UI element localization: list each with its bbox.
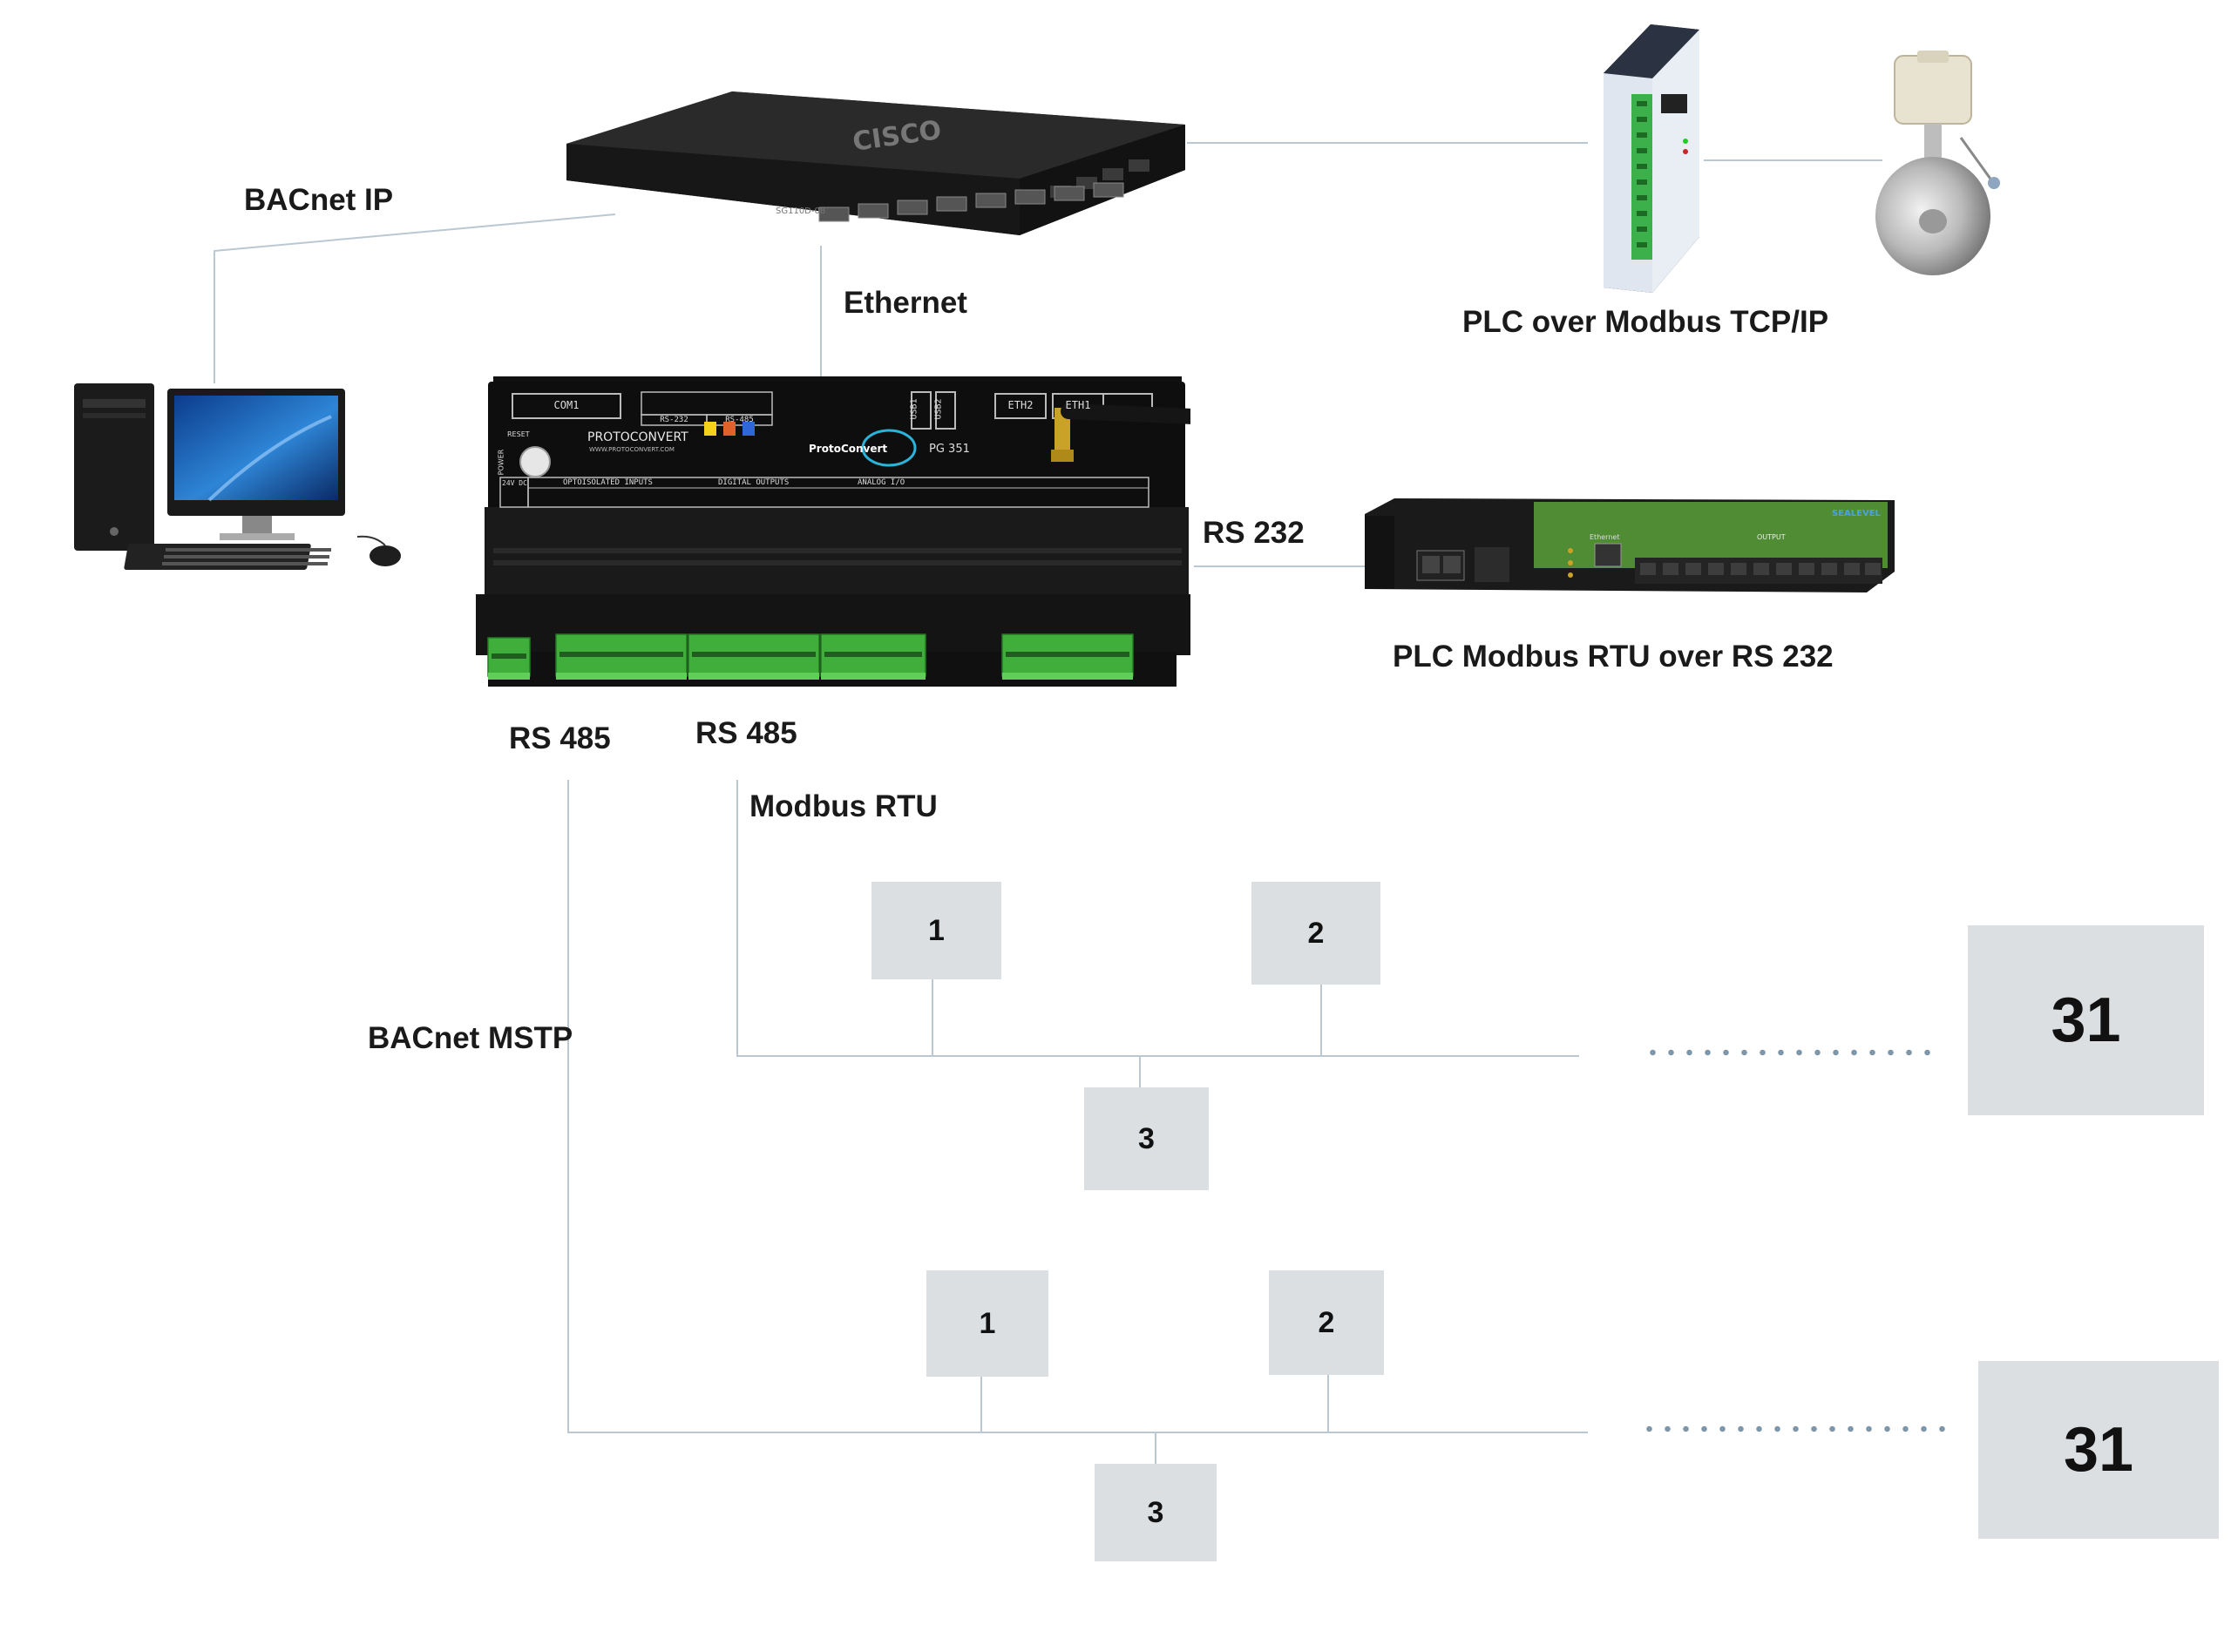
gateway-section-analog: ANALOG I/O xyxy=(858,478,905,487)
modbus-node-2: 2 xyxy=(1251,882,1380,985)
label-bacnet-mstp: BACnet MSTP xyxy=(368,1021,573,1055)
gateway-reset-label: RESET xyxy=(507,430,530,438)
protoconvert-gateway: COM1 RS-232 RS-485 USB1 USB2 ETH2 ETH1 P… xyxy=(476,376,1190,699)
gateway-port-com1: COM1 xyxy=(553,399,580,411)
gateway-section-rs485: RS-485 xyxy=(725,416,754,424)
label-modbus-rtu: Modbus RTU xyxy=(749,789,938,823)
rtu-module-output: OUTPUT xyxy=(1757,533,1786,541)
gateway-supply-label: 24V DC xyxy=(502,479,527,487)
mstp-node-1: 1 xyxy=(926,1270,1048,1377)
gateway-section-rs232: RS-232 xyxy=(660,416,688,424)
gateway-port-usb1: USB1 xyxy=(909,398,919,420)
mstp-node-3: 3 xyxy=(1095,1464,1217,1561)
gateway-model: PG 351 xyxy=(929,443,970,456)
mstp-node-31: 31 xyxy=(1978,1361,2219,1539)
rtu-module-ethernet: Ethernet xyxy=(1590,533,1620,541)
label-ethernet: Ethernet xyxy=(844,286,967,320)
rtu-module-brand: SEALEVEL xyxy=(1832,509,1881,518)
gateway-brand: PROTOCONVERT xyxy=(587,430,688,444)
gateway-port-usb2: USB2 xyxy=(933,398,944,420)
plc-modbus-tcp-module xyxy=(1604,24,1699,293)
wire-bacnet-ip xyxy=(214,213,616,383)
label-rs485-left: RS 485 xyxy=(509,721,611,755)
gateway-logo: ProtoConvert xyxy=(809,443,888,455)
cisco-switch: CISCO SG110D-08 xyxy=(566,91,1185,235)
alarm-bell xyxy=(1875,51,2000,275)
modbus-node-1: 1 xyxy=(871,882,1001,979)
switch-ports xyxy=(818,182,1124,222)
gateway-section-inputs: OPTOISOLATED INPUTS xyxy=(563,478,653,487)
mstp-node-2: 2 xyxy=(1269,1270,1384,1375)
gateway-port-eth1: ETH1 xyxy=(1065,399,1091,411)
modbus-node-31: 31 xyxy=(1968,925,2204,1115)
label-bacnet-ip: BACnet IP xyxy=(244,183,394,217)
mstp-bus-continuation-dots xyxy=(1640,1425,1950,1432)
plc-modbus-rtu-module: SEALEVEL Ethernet OUTPUT xyxy=(1365,497,1896,601)
gateway-port-eth2: ETH2 xyxy=(1007,399,1034,411)
modbus-bus-continuation-dots xyxy=(1644,1049,1940,1056)
label-plc-modbus-rtu-rs232: PLC Modbus RTU over RS 232 xyxy=(1393,640,1834,674)
gateway-section-outputs: DIGITAL OUTPUTS xyxy=(718,478,790,487)
gateway-power-label: POWER xyxy=(497,449,505,476)
gateway-website: WWW.PROTOCONVERT.COM xyxy=(589,446,675,453)
wire-modbus-rtu-bus xyxy=(736,780,1579,1057)
modbus-node-3: 3 xyxy=(1084,1087,1209,1190)
label-rs485-right: RS 485 xyxy=(695,716,797,750)
label-rs232: RS 232 xyxy=(1203,516,1305,550)
desktop-pc xyxy=(74,383,401,570)
wire-bacnet-mstp-bus xyxy=(567,780,1588,1433)
switch-model: SG110D-08 xyxy=(776,206,825,216)
label-plc-modbus-tcp: PLC over Modbus TCP/IP xyxy=(1462,305,1829,339)
